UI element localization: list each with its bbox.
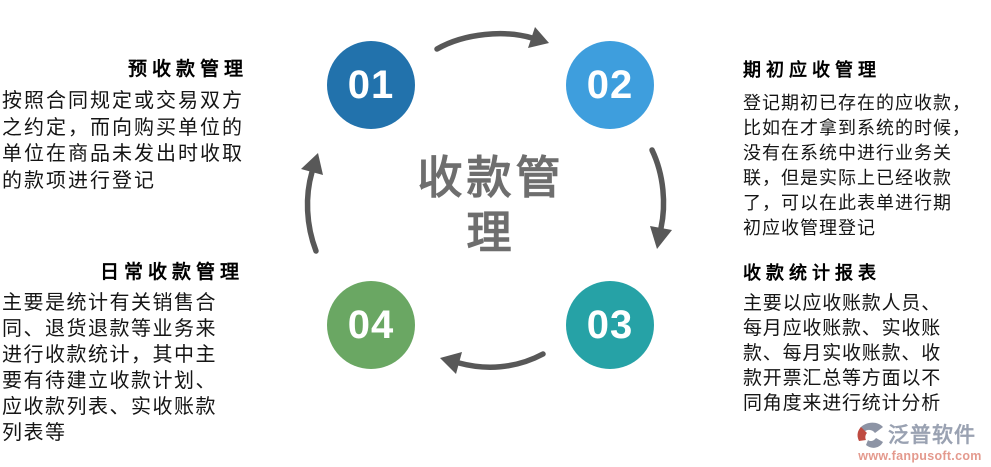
step-04-description: 主要是统计有关销售合 同、退货退款等业务来 进行收款统计，其中主 要有待建立收款… <box>2 292 217 444</box>
step-03-circle: 03 <box>566 281 654 369</box>
step-02-block: 期初应收管理 登记期初已存在的应收款， 比如在才拿到系统的时候， 没有在系统中进… <box>743 58 983 241</box>
step-03-description: 主要以应收账款人员、 每月应收账款、实收账 款、每月实收账款、收 款开票汇总等方… <box>743 293 942 414</box>
step-01-number: 01 <box>347 62 395 107</box>
curved-arrow-down-icon <box>649 147 672 249</box>
step-01-circle: 01 <box>327 41 415 129</box>
step-03-number: 03 <box>586 302 634 347</box>
step-02-description: 登记期初已存在的应收款， 比如在才拿到系统的时候， 没有在系统中进行业务关 联，… <box>743 93 971 238</box>
watermark-brand: 泛普软件 <box>888 424 976 447</box>
diagram-center-title: 收款管理 <box>417 152 565 258</box>
fanpu-logo-icon <box>857 422 883 448</box>
step-02-title: 期初应收管理 <box>743 60 881 80</box>
step-03-title: 收款统计报表 <box>743 263 881 283</box>
step-04-number: 04 <box>347 302 395 347</box>
step-04-title: 日常收款管理 <box>99 262 244 283</box>
curved-arrow-left-icon <box>440 351 546 374</box>
curved-arrow-right-icon <box>434 27 549 52</box>
step-04-circle: 04 <box>327 281 415 369</box>
step-03-block: 收款统计报表 主要以应收账款人员、 每月应收账款、实收账 款、每月实收账款、收 … <box>743 261 985 416</box>
step-01-description: 按照合同规定或交易双方 之约定，而向购买单位的 单位在商品未发出时收取 的款项进… <box>2 90 244 192</box>
step-04-block: 日常收款管理 主要是统计有关销售合 同、退货退款等业务来 进行收款统计，其中主 … <box>2 261 254 446</box>
step-01-block: 预收款管理 按照合同规定或交易双方 之约定，而向购买单位的 单位在商品未发出时收… <box>2 58 268 194</box>
watermark-url: www.fanpusoft.com <box>858 449 982 463</box>
step-02-number: 02 <box>586 62 634 107</box>
watermark: 泛普软件 www.fanpusoft.com <box>854 419 986 463</box>
curved-arrow-up-icon <box>301 153 323 254</box>
step-02-circle: 02 <box>566 41 654 129</box>
step-01-title: 预收款管理 <box>127 59 248 80</box>
